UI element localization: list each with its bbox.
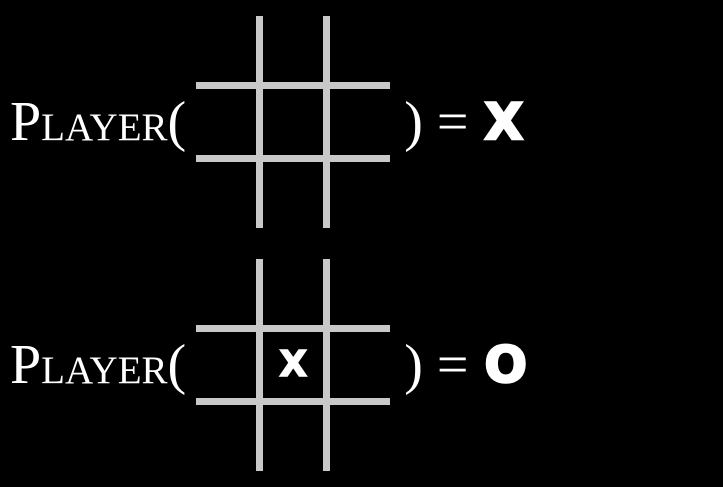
player-function-label: Player( — [10, 333, 187, 396]
grid-cell — [263, 161, 324, 228]
grid-cell — [196, 258, 257, 325]
grid-cell — [196, 161, 257, 228]
close-paren-equals: ) = — [404, 333, 469, 396]
grid-cell — [330, 15, 391, 82]
grid-cell — [330, 258, 391, 325]
result-value-o: O — [483, 335, 528, 394]
grid-cell — [263, 15, 324, 82]
tictactoe-grid-center-x: X — [196, 258, 391, 471]
grid-cell — [196, 15, 257, 82]
grid-cell — [263, 88, 324, 155]
tictactoe-grid-empty — [196, 15, 391, 228]
grid-cell — [196, 331, 257, 398]
grid-cell — [330, 161, 391, 228]
player-equation-bottom: Player( X ) = O — [0, 243, 723, 486]
grid-cell — [196, 88, 257, 155]
close-paren-equals: ) = — [404, 90, 469, 153]
grid-cell — [330, 404, 391, 471]
player-equation-top: Player( ) = X — [0, 0, 723, 243]
grid-cell — [263, 404, 324, 471]
grid-cell — [330, 88, 391, 155]
grid-cell — [330, 331, 391, 398]
player-function-label: Player( — [10, 90, 187, 153]
result-value-x: X — [483, 92, 524, 151]
grid-cell — [263, 258, 324, 325]
grid-cell — [196, 404, 257, 471]
grid-cell-center-x: X — [263, 331, 324, 398]
